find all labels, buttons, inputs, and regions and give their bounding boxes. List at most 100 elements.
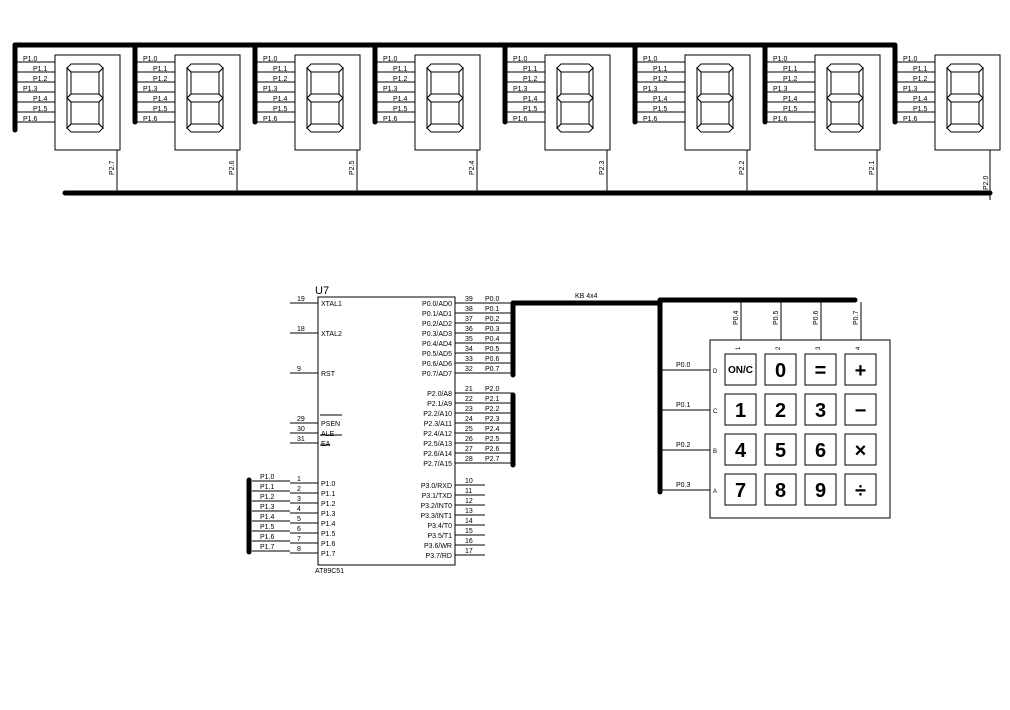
display-segment: [218, 96, 224, 130]
pin-name: PSEN: [321, 421, 340, 428]
display-segment: [826, 66, 832, 100]
key-label: 0: [775, 360, 786, 382]
display-segment: [186, 66, 192, 100]
pin-name: P1.5: [321, 531, 336, 538]
pin-number: 7: [297, 536, 301, 543]
display-segment: [978, 66, 984, 100]
key-cap: [804, 393, 837, 426]
row-letter: A: [713, 489, 717, 495]
pin-number: 9: [297, 366, 301, 373]
pin-name: P2.5/A13: [423, 441, 452, 448]
keypad-key-7[interactable]: 7: [724, 473, 757, 506]
pin-name: P2.7/A15: [423, 461, 452, 468]
key-label: 1: [735, 400, 746, 422]
keypad-key-6[interactable]: 6: [804, 433, 837, 466]
segment-net-label: P1.0: [513, 56, 528, 63]
display-segment: [458, 66, 464, 100]
pin-number: 4: [297, 506, 301, 513]
segment-net-label: P1.4: [653, 96, 668, 103]
segment-net-label: P1.1: [153, 66, 168, 73]
column-net-label: P0.5: [773, 310, 780, 325]
pin-name: P2.3/A11: [424, 421, 452, 428]
keypad-key-3[interactable]: 3: [804, 393, 837, 426]
keypad-key-1[interactable]: 1: [724, 393, 757, 426]
net-label: P0.0: [485, 296, 500, 303]
keypad-key-8[interactable]: 8: [764, 473, 797, 506]
column-number: 1: [736, 346, 742, 350]
row-letter: C: [713, 409, 718, 415]
pin-name: P3.3/INT1: [420, 513, 452, 520]
segment-net-label: P1.4: [913, 96, 928, 103]
segment-net-label: P1.3: [263, 86, 278, 93]
segment-net-label: P1.6: [263, 116, 278, 123]
key-label: 9: [815, 480, 826, 502]
display-segment: [306, 66, 312, 100]
pin-number: 37: [465, 316, 473, 323]
pin-name: P1.2: [321, 501, 336, 508]
key-cap: [844, 393, 877, 426]
display-segment: [426, 66, 432, 100]
pin-number: 33: [465, 356, 473, 363]
net-label: P1.2: [260, 494, 275, 501]
keypad-key-=[interactable]: =: [804, 353, 837, 386]
keypad-key-0[interactable]: 0: [764, 353, 797, 386]
keypad-key-5[interactable]: 5: [764, 433, 797, 466]
pin-number: 29: [297, 416, 305, 423]
segment-net-label: P1.0: [143, 56, 158, 63]
display-segment: [696, 96, 702, 130]
display-segment: [98, 96, 104, 130]
net-label: P1.1: [260, 484, 275, 491]
microcontroller-body: [317, 296, 456, 566]
display-segment: [338, 96, 344, 130]
pin-number: 17: [465, 548, 473, 555]
pin-name: P0.6/AD6: [422, 361, 452, 368]
row-net-label: P0.1: [676, 402, 691, 409]
keypad-key-−[interactable]: −: [844, 393, 877, 426]
key-cap: [764, 473, 797, 506]
segment-net-label: P1.0: [263, 56, 278, 63]
net-label: P0.3: [485, 326, 500, 333]
net-label: P0.7: [485, 366, 500, 373]
keypad-key-ON/C[interactable]: ON/C: [724, 353, 757, 386]
display-segment: [826, 96, 832, 130]
display-segment: [218, 66, 224, 100]
pin-name: P0.4/AD4: [422, 341, 452, 348]
pin-name: P3.5/T1: [427, 533, 452, 540]
display-segment: [728, 96, 734, 130]
key-cap: [804, 473, 837, 506]
display-segment: [588, 96, 594, 130]
key-label: ×: [855, 440, 867, 462]
keypad-key-÷[interactable]: ÷: [844, 473, 877, 506]
net-label: P2.5: [485, 436, 500, 443]
segment-net-label: P1.3: [903, 86, 918, 93]
segment-net-label: P1.0: [773, 56, 788, 63]
pin-number: 5: [297, 516, 301, 523]
keypad-key-2[interactable]: 2: [764, 393, 797, 426]
pin-name: P3.4/T0: [427, 523, 452, 530]
key-label: 8: [775, 480, 786, 502]
pin-name: P1.7: [321, 551, 336, 558]
pin-name: P1.4: [321, 521, 336, 528]
pin-number: 23: [465, 406, 473, 413]
keypad-key-+[interactable]: +: [844, 353, 877, 386]
keypad-key-×[interactable]: ×: [844, 433, 877, 466]
column-net-label: P0.4: [733, 310, 740, 325]
pin-name: P2.2/A10: [423, 411, 452, 418]
display-segment: [66, 66, 72, 100]
segment-net-label: P1.2: [153, 76, 168, 83]
keypad-bus-label: KB 4x4: [575, 293, 598, 300]
segment-net-label: P1.5: [653, 106, 668, 113]
keypad-key-4[interactable]: 4: [724, 433, 757, 466]
net-label: P0.4: [485, 336, 500, 343]
key-cap: [724, 473, 757, 506]
segment-net-label: P1.1: [523, 66, 538, 73]
pin-name: P2.1/A9: [427, 401, 452, 408]
display-segment: [858, 96, 864, 130]
display-segment: [588, 66, 594, 100]
common-net-label: P2.4: [469, 160, 476, 175]
key-cap: [724, 353, 757, 386]
key-cap: [844, 353, 877, 386]
pin-number: 36: [465, 326, 473, 333]
net-label: P1.6: [260, 534, 275, 541]
keypad-key-9[interactable]: 9: [804, 473, 837, 506]
